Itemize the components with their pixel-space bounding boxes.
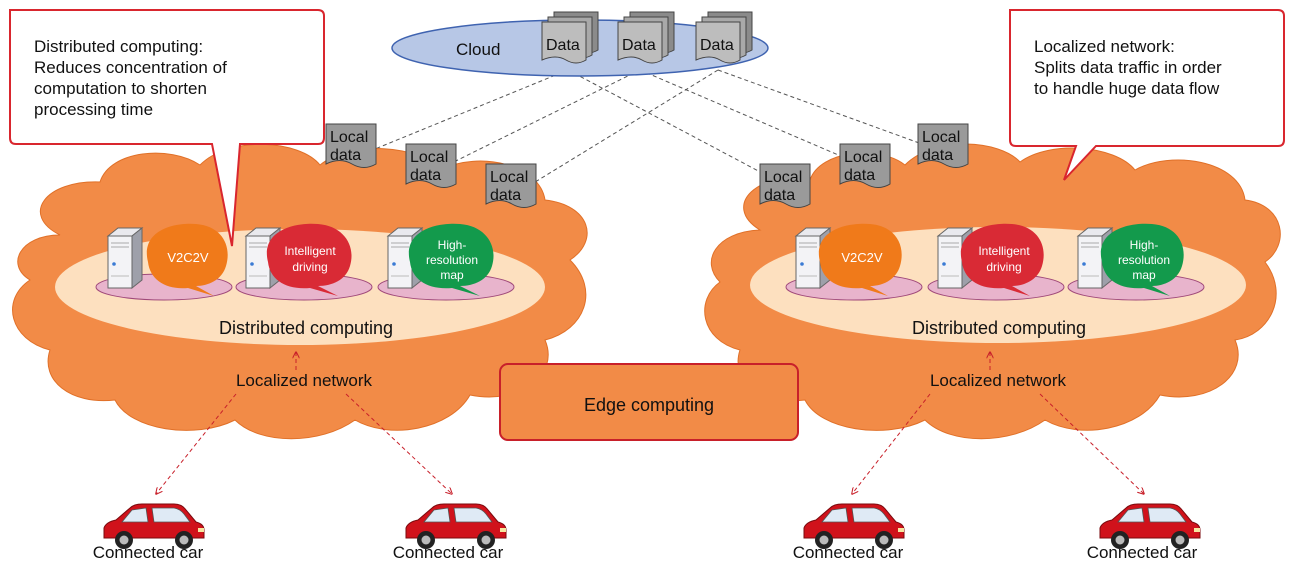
svg-text:Local: Local	[410, 149, 448, 166]
data-doc-1: Data	[541, 11, 599, 64]
svg-text:Local: Local	[330, 129, 368, 146]
localized-label-right: Localized network	[930, 371, 1067, 390]
svg-text:Local: Local	[844, 149, 882, 166]
network-links	[156, 352, 1144, 494]
svg-text:Local: Local	[764, 169, 802, 186]
local-data-doc: Local data	[325, 123, 377, 168]
svg-text:Intelligent: Intelligent	[978, 244, 1030, 258]
svg-text:Local: Local	[490, 169, 528, 186]
local-data-doc: Local data	[485, 163, 537, 208]
svg-text:driving: driving	[986, 260, 1021, 274]
callout-left-text: Distributed computing: Reduces concentra…	[34, 37, 227, 119]
local-data-doc: Local data	[759, 163, 811, 208]
service-hires-left: High- resolution map	[377, 223, 515, 301]
svg-text:data: data	[490, 187, 521, 204]
svg-text:driving: driving	[292, 260, 327, 274]
data-doc-3: Data	[695, 11, 753, 64]
distributed-label-left: Distributed computing	[219, 318, 393, 338]
svg-text:Intelligent: Intelligent	[284, 244, 336, 258]
car-label: Connected car	[393, 543, 504, 562]
car-label: Connected car	[93, 543, 204, 562]
service-hires-right: High- resolution map	[1067, 223, 1205, 301]
svg-text:data: data	[764, 187, 795, 204]
svg-text:V2C2V: V2C2V	[841, 250, 883, 265]
callout-left	[9, 9, 325, 247]
svg-text:data: data	[844, 167, 875, 184]
edge-computing-box: Edge computing	[499, 363, 799, 441]
svg-text:resolution: resolution	[426, 253, 478, 267]
svg-text:High-: High-	[438, 238, 467, 252]
svg-text:data: data	[922, 147, 953, 164]
data-doc-label: Data	[700, 37, 734, 54]
connected-car-3: Connected car	[793, 503, 905, 562]
svg-text:map: map	[1132, 268, 1156, 282]
service-v2c2v-left: V2C2V	[95, 223, 233, 301]
data-doc-label: Data	[622, 37, 656, 54]
svg-text:map: map	[440, 268, 464, 282]
callout-right	[1009, 9, 1285, 181]
local-data-doc: Local data	[917, 123, 969, 168]
svg-text:data: data	[410, 167, 441, 184]
data-doc-label: Data	[546, 37, 580, 54]
connected-car-4: Connected car	[1087, 503, 1201, 562]
connected-car-2: Connected car	[393, 503, 507, 562]
svg-text:Local: Local	[922, 129, 960, 146]
service-v2c2v-right: V2C2V	[785, 223, 923, 301]
car-label: Connected car	[793, 543, 904, 562]
service-intelligent-left: Intelligent driving	[235, 223, 373, 301]
service-intelligent-right: Intelligent driving	[927, 223, 1065, 301]
callout-right-text: Localized network: Splits data traffic i…	[1034, 37, 1222, 98]
distributed-label-right: Distributed computing	[912, 318, 1086, 338]
local-data-doc: Local data	[405, 143, 457, 188]
svg-text:data: data	[330, 147, 361, 164]
cloud-label: Cloud	[456, 40, 500, 59]
service-label: V2C2V	[167, 250, 209, 265]
local-data-doc: Local data	[839, 143, 891, 188]
svg-text:High-: High-	[1130, 238, 1159, 252]
car-label: Connected car	[1087, 543, 1198, 562]
svg-text:resolution: resolution	[1118, 253, 1170, 267]
edge-computing-label: Edge computing	[584, 395, 714, 415]
connected-car-1: Connected car	[93, 503, 205, 562]
localized-label-left: Localized network	[236, 371, 373, 390]
data-doc-2: Data	[617, 11, 675, 64]
